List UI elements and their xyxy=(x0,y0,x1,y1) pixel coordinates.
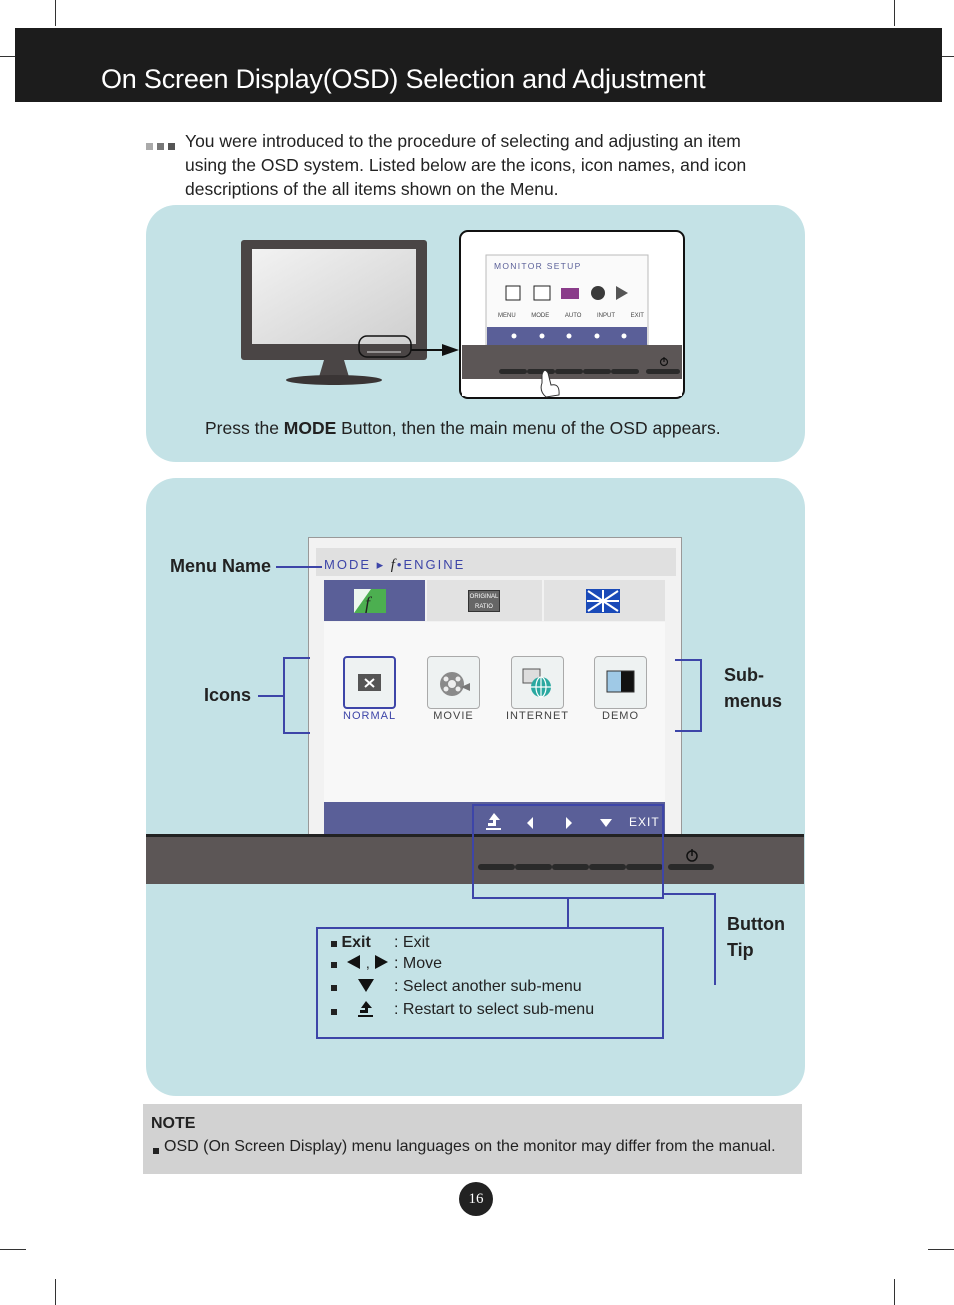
note-text: OSD (On Screen Display) menu languages o… xyxy=(164,1138,776,1155)
submenu-label-normal: NORMAL xyxy=(343,710,397,722)
button-tip-box xyxy=(316,927,664,1039)
note-title: NOTE xyxy=(151,1115,196,1132)
right-arrow-icon xyxy=(375,955,389,969)
submenu-demo[interactable] xyxy=(594,656,647,709)
top-caption: Press the MODE Button, then the main men… xyxy=(205,418,721,438)
bezel-buttons xyxy=(478,849,714,870)
osd-nav-icons xyxy=(486,813,612,830)
tip-exit-desc: : Exit xyxy=(394,934,430,951)
monitor-setup-title: MONITOR SETUP xyxy=(494,261,582,271)
callout-menu-name: Menu Name xyxy=(170,556,272,576)
bullet-icon xyxy=(331,985,337,991)
submenu-label-demo: DEMO xyxy=(602,710,639,722)
left-arrow-icon xyxy=(347,955,361,969)
crop-mark xyxy=(928,1249,954,1250)
page-number: 16 xyxy=(459,1182,493,1216)
intro-bullets-icon xyxy=(146,137,179,155)
tip-move-desc: : Move xyxy=(394,955,443,972)
page-header xyxy=(15,28,942,102)
bezel-gap xyxy=(146,884,804,898)
down-arrow-icon xyxy=(600,819,612,827)
osd-content xyxy=(324,622,665,802)
sunburst-icon xyxy=(586,589,620,613)
monitor-illustration xyxy=(241,230,685,399)
mini-menu-label: MODE xyxy=(531,313,550,319)
restart-icon xyxy=(358,1001,374,1017)
callout-sub-menus: Sub-menus xyxy=(724,665,783,711)
tip-row-select xyxy=(331,978,375,996)
down-arrow-icon xyxy=(358,979,375,992)
tip-restart-desc: : Restart to select sub-menu xyxy=(394,1001,595,1018)
submenu-label-internet: INTERNET xyxy=(506,710,569,722)
crop-mark xyxy=(55,0,56,26)
mini-menu-label: EXIT xyxy=(630,313,644,319)
osd-exit-label: EXIT xyxy=(629,815,660,829)
normal-icon xyxy=(358,674,381,691)
note-bullet-icon xyxy=(153,1148,159,1154)
menu-name: MODE ▸ f•ENGINE xyxy=(324,557,466,573)
crop-mark xyxy=(894,1279,895,1305)
callout-lines xyxy=(258,566,716,985)
f-engine-icon: f xyxy=(354,589,386,613)
left-arrow-icon xyxy=(527,817,533,829)
zoom-inset xyxy=(459,230,685,399)
intro-text: You were introduced to the procedure of … xyxy=(185,131,747,199)
page-title: On Screen Display(OSD) Selection and Adj… xyxy=(101,64,706,94)
mini-menu-label: AUTO xyxy=(564,313,582,319)
svg-text:f: f xyxy=(365,593,373,613)
film-reel-icon xyxy=(440,672,470,696)
arrow-right-icon xyxy=(411,344,459,356)
tip-row-exit: Exit xyxy=(331,934,371,952)
note-box xyxy=(143,1104,802,1174)
demo-split-icon xyxy=(606,670,635,693)
tip-row-restart xyxy=(331,1001,374,1020)
submenu-movie[interactable] xyxy=(427,656,480,709)
crop-mark xyxy=(0,56,26,57)
callout-icons: Icons xyxy=(204,685,252,705)
osd-title-bar xyxy=(316,548,676,576)
mini-menu-label: MENU xyxy=(498,313,516,319)
button-highlight-box xyxy=(472,804,664,899)
submenu-label-movie: MOVIE xyxy=(433,710,474,722)
bullet-icon xyxy=(331,962,337,968)
tip-select-desc: : Select another sub-menu xyxy=(394,978,582,995)
crop-mark xyxy=(0,1249,26,1250)
tip-row-move: , xyxy=(331,955,389,973)
bullet-icon xyxy=(331,1009,337,1015)
crop-mark xyxy=(894,0,895,26)
mini-menu-label: INPUT xyxy=(597,313,616,319)
restart-icon xyxy=(486,813,501,830)
right-arrow-icon xyxy=(566,817,572,829)
mini-menu-labels: MENU MODE AUTO INPUT EXIT xyxy=(498,313,644,319)
bullet-icon xyxy=(331,941,337,947)
submenu-normal[interactable] xyxy=(343,656,396,709)
crop-mark xyxy=(55,1279,56,1305)
submenu-internet[interactable] xyxy=(511,656,564,709)
monitor-icon xyxy=(241,240,427,385)
globe-icon xyxy=(522,668,551,698)
